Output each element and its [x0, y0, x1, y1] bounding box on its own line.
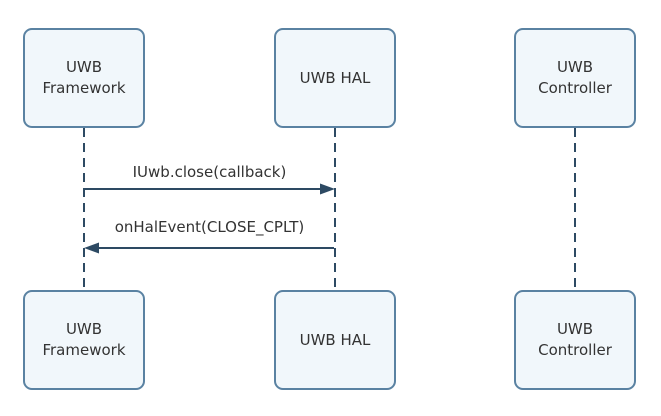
actor-label: UWB Framework	[42, 58, 126, 97]
actor-box-uwb-controller-top: UWB Controller	[514, 28, 636, 128]
actor-box-uwb-framework-bottom: UWB Framework	[23, 290, 145, 390]
actor-box-uwb-controller-bottom: UWB Controller	[514, 290, 636, 390]
arrowhead-right-icon	[320, 183, 335, 195]
actor-box-uwb-hal-top: UWB HAL	[274, 28, 396, 128]
actor-label: UWB Controller	[538, 58, 612, 97]
message-label-onhalevent: onHalEvent(CLOSE_CPLT)	[114, 218, 305, 236]
actor-label: UWB Framework	[42, 320, 126, 359]
arrowhead-left-icon	[84, 242, 99, 254]
actor-label: UWB HAL	[299, 330, 371, 349]
actor-label: UWB HAL	[299, 68, 371, 87]
actor-box-uwb-framework-top: UWB Framework	[23, 28, 145, 128]
message-label-close: IUwb.close(callback)	[132, 163, 287, 181]
actor-label: UWB Controller	[538, 320, 612, 359]
actor-box-uwb-hal-bottom: UWB HAL	[274, 290, 396, 390]
